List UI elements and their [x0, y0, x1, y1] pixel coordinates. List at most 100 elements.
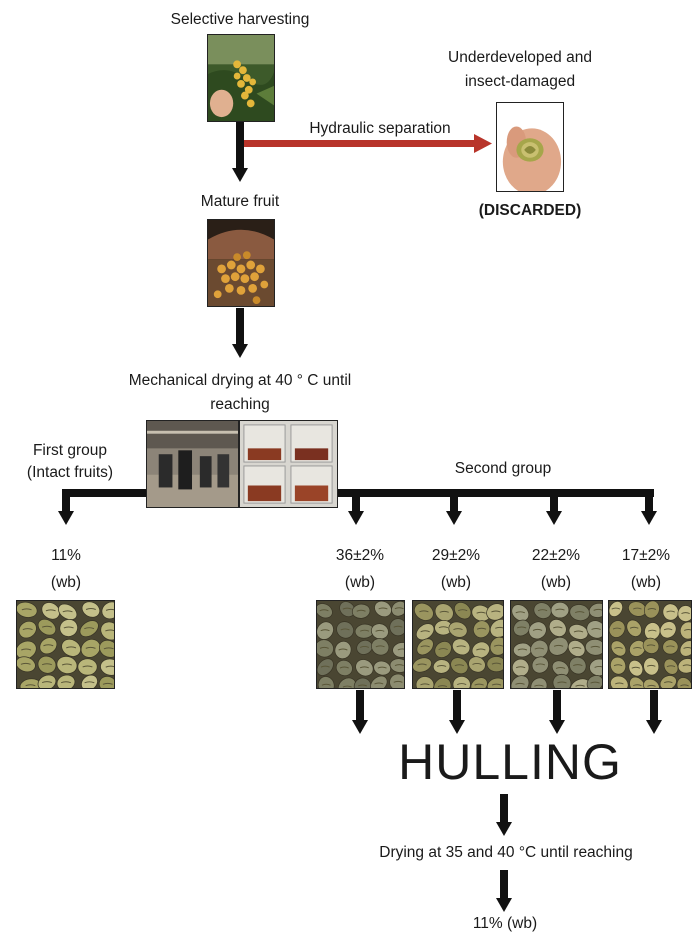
bean	[413, 657, 432, 673]
bean	[533, 602, 552, 620]
bean-crease	[102, 682, 113, 685]
bean	[81, 601, 101, 618]
beans-22-photo	[510, 600, 603, 689]
moisture-unit-17: (wb)	[630, 574, 662, 591]
bean-crease	[420, 683, 430, 686]
bean-crease	[476, 611, 486, 614]
bean-crease	[393, 680, 403, 683]
bean-crease	[476, 648, 486, 651]
bean-crease	[680, 684, 689, 687]
bean	[610, 656, 627, 675]
underdeveloped-label-line1: Underdeveloped and	[448, 49, 592, 66]
bean-crease	[378, 607, 388, 610]
bean	[472, 620, 491, 639]
bean-crease	[648, 629, 657, 632]
bean	[434, 603, 454, 622]
bean	[586, 674, 602, 688]
bean-crease	[397, 648, 404, 651]
bean	[17, 601, 38, 618]
bean	[677, 658, 691, 674]
bean	[663, 658, 679, 675]
bean-crease	[394, 607, 404, 610]
arrow-to-22	[546, 489, 562, 525]
bean-crease	[41, 663, 53, 666]
bean	[513, 619, 531, 637]
bean	[586, 620, 602, 639]
bean-crease	[633, 647, 642, 649]
final-drying-label: Drying at 35 and 40 °C until reaching	[379, 844, 633, 861]
moisture-value-36: 36±2%	[335, 547, 385, 564]
bean	[551, 660, 570, 677]
final-moisture-label: 11% (wb)	[472, 915, 538, 932]
bean-crease	[613, 664, 623, 667]
bean	[550, 601, 570, 619]
bean	[489, 618, 503, 638]
bean	[389, 658, 404, 673]
bean	[389, 618, 404, 637]
bean	[610, 675, 629, 688]
arrow-17-to-hulling	[646, 690, 662, 734]
mechanical-dryer-photo	[146, 420, 239, 508]
bean-crease	[573, 664, 583, 667]
bean-crease	[41, 625, 53, 628]
selective-harvesting-label: Selective harvesting	[170, 11, 310, 28]
bean	[567, 640, 586, 657]
bean	[643, 678, 660, 688]
bean-crease	[664, 681, 673, 684]
bean-texture	[511, 601, 602, 688]
moisture-value-29: 29±2%	[431, 547, 481, 564]
bean	[676, 677, 691, 688]
bean-crease	[666, 665, 676, 668]
bean	[80, 638, 101, 658]
bean	[37, 655, 57, 674]
bean-crease	[85, 646, 96, 649]
bean-crease	[491, 683, 502, 686]
bean	[454, 601, 472, 620]
bean-crease	[476, 627, 487, 630]
bean-crease	[472, 662, 482, 665]
bean	[100, 658, 114, 676]
bean-crease	[534, 684, 544, 687]
bean	[99, 639, 114, 658]
bean-crease	[41, 681, 53, 684]
bean-crease	[60, 681, 72, 684]
bean	[79, 620, 99, 638]
second-group-label: Second group	[454, 460, 552, 477]
drying-trays-photo	[239, 420, 338, 508]
bean-crease	[62, 610, 73, 613]
bean-crease	[436, 664, 447, 667]
arrow-mature-to-drying	[232, 308, 248, 358]
bean	[371, 638, 390, 656]
bean-crease	[491, 610, 501, 613]
arrow-to-36	[348, 489, 364, 525]
bean	[80, 674, 98, 688]
bean	[41, 602, 61, 620]
bean-crease	[25, 684, 36, 687]
bean-crease	[454, 664, 465, 667]
bean	[370, 675, 388, 688]
bean-crease	[393, 625, 403, 628]
arrow-harvest-to-mature	[232, 122, 248, 182]
bean-crease	[20, 662, 31, 665]
bean-crease	[574, 611, 585, 614]
bean-crease	[320, 629, 330, 632]
mechanical-drying-label-line2: reaching	[210, 396, 270, 413]
bean	[434, 641, 452, 659]
moisture-value-11: 11%	[51, 547, 81, 564]
arrow-drying-to-final	[496, 870, 512, 912]
beans-29-photo	[412, 600, 504, 689]
bean	[392, 642, 404, 658]
bean-crease	[339, 666, 349, 669]
bean-crease	[590, 645, 600, 648]
bean-crease	[342, 607, 352, 610]
arrow-to-11	[58, 489, 74, 525]
bean	[530, 677, 548, 688]
bean	[56, 674, 76, 688]
bean	[528, 621, 547, 640]
bean	[450, 657, 469, 675]
beans-17-photo	[608, 600, 692, 689]
bean	[644, 601, 660, 619]
bean	[37, 674, 57, 688]
arrow-36-to-hulling	[352, 690, 368, 734]
bean-texture	[17, 601, 114, 688]
